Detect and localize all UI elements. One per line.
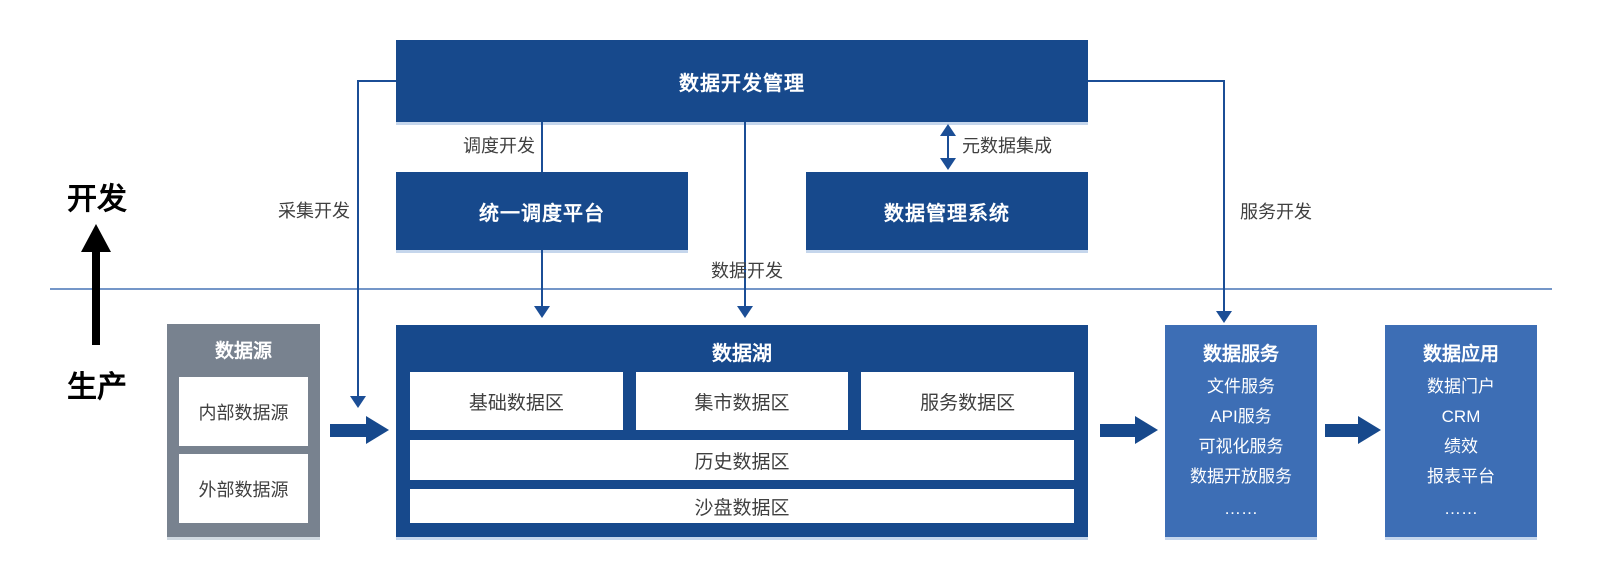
internal-data-source-label: 内部数据源: [198, 402, 289, 423]
service-dev-connector-horizontal: [1088, 80, 1225, 82]
data-dev-connector: [744, 122, 746, 307]
data-lake-title: 数据湖: [712, 343, 772, 365]
dev-prod-separator-line: [50, 288, 1552, 290]
source-to-lake-arrow-shaft: [330, 424, 366, 437]
basic-data-zone-box: 基础数据区: [410, 372, 623, 430]
app-item-portal: 数据门户: [1427, 377, 1495, 396]
data-lake-box: 数据湖 基础数据区 集市数据区 服务数据区 历史数据区 沙盘数据区: [396, 325, 1088, 537]
service-to-app-arrow-shaft: [1325, 424, 1358, 437]
service-to-app-arrow-head-icon: [1358, 416, 1381, 444]
metadata-arrowhead-down-icon: [940, 158, 956, 170]
data-mgmt-system-box: 数据管理系统: [806, 172, 1088, 250]
metadata-arrowhead-up-icon: [940, 124, 956, 136]
app-item-crm: CRM: [1441, 407, 1481, 426]
external-data-source-box: 外部数据源: [179, 454, 308, 523]
metadata-integration-label: 元数据集成: [962, 136, 1052, 156]
app-item-report-platform: 报表平台: [1427, 467, 1495, 486]
metadata-connector: [947, 134, 949, 160]
data-dev-mgmt-box: 数据开发管理: [396, 40, 1088, 122]
data-source-box: 数据源 内部数据源 外部数据源: [167, 324, 320, 537]
service-item-file: 文件服务: [1207, 377, 1275, 396]
sandbox-data-zone-box: 沙盘数据区: [410, 489, 1074, 523]
scheduling-to-lake-connector: [541, 250, 543, 307]
service-item-ellipsis: ……: [1224, 499, 1258, 518]
data-service-title: 数据服务: [1202, 344, 1279, 365]
scheduling-dev-connector: [541, 122, 543, 172]
unified-scheduling-title: 统一调度平台: [479, 202, 605, 225]
data-dev-mgmt-title: 数据开发管理: [679, 72, 805, 95]
axis-up-arrow-shaft: [92, 250, 100, 345]
basic-data-zone-label: 基础数据区: [468, 392, 564, 414]
scheduling-dev-label: 调度开发: [463, 136, 535, 156]
app-item-ellipsis: ……: [1444, 499, 1478, 518]
service-dev-label: 服务开发: [1240, 202, 1312, 222]
mart-data-zone-label: 集市数据区: [694, 392, 790, 414]
service-data-zone-label: 服务数据区: [920, 392, 1016, 414]
lake-to-service-arrow-shaft: [1100, 424, 1135, 437]
service-item-open-data: 数据开放服务: [1190, 467, 1292, 486]
data-dev-arrowhead-icon: [737, 306, 753, 318]
data-app-box: 数据应用 数据门户 CRM 绩效 报表平台 ……: [1385, 325, 1537, 537]
service-data-zone-box: 服务数据区: [861, 372, 1075, 430]
sandbox-data-zone-label: 沙盘数据区: [694, 497, 790, 519]
service-item-api: API服务: [1210, 407, 1272, 426]
service-item-visualization: 可视化服务: [1198, 437, 1284, 456]
axis-prod-label: 生产: [67, 371, 127, 404]
data-service-box: 数据服务 文件服务 API服务 可视化服务 数据开放服务 ……: [1165, 325, 1317, 537]
unified-scheduling-box: 统一调度平台: [396, 172, 688, 250]
data-app-title: 数据应用: [1422, 344, 1499, 365]
data-lake-zones-row: 基础数据区 集市数据区 服务数据区: [410, 372, 1075, 430]
history-data-zone-label: 历史数据区: [694, 451, 790, 473]
service-dev-arrowhead-icon: [1216, 311, 1232, 323]
axis-dev-label: 开发: [67, 183, 127, 216]
app-item-performance: 绩效: [1444, 437, 1478, 456]
collection-dev-arrowhead-icon: [350, 396, 366, 408]
lake-to-service-arrow-head-icon: [1135, 416, 1158, 444]
collection-dev-connector-horizontal: [358, 80, 396, 82]
collection-dev-connector-vertical: [357, 80, 359, 397]
mart-data-zone-box: 集市数据区: [635, 372, 849, 430]
history-data-zone-box: 历史数据区: [410, 440, 1074, 480]
axis-up-arrow-head: [81, 224, 111, 252]
source-to-lake-arrow-head-icon: [366, 416, 389, 444]
scheduling-to-lake-arrowhead-icon: [534, 306, 550, 318]
collection-dev-label: 采集开发: [278, 201, 350, 221]
data-source-title: 数据源: [214, 341, 272, 362]
service-dev-connector-vertical: [1223, 80, 1225, 312]
data-dev-label: 数据开发: [711, 261, 783, 281]
internal-data-source-box: 内部数据源: [179, 377, 308, 446]
external-data-source-label: 外部数据源: [198, 479, 289, 500]
data-mgmt-system-title: 数据管理系统: [884, 202, 1010, 225]
